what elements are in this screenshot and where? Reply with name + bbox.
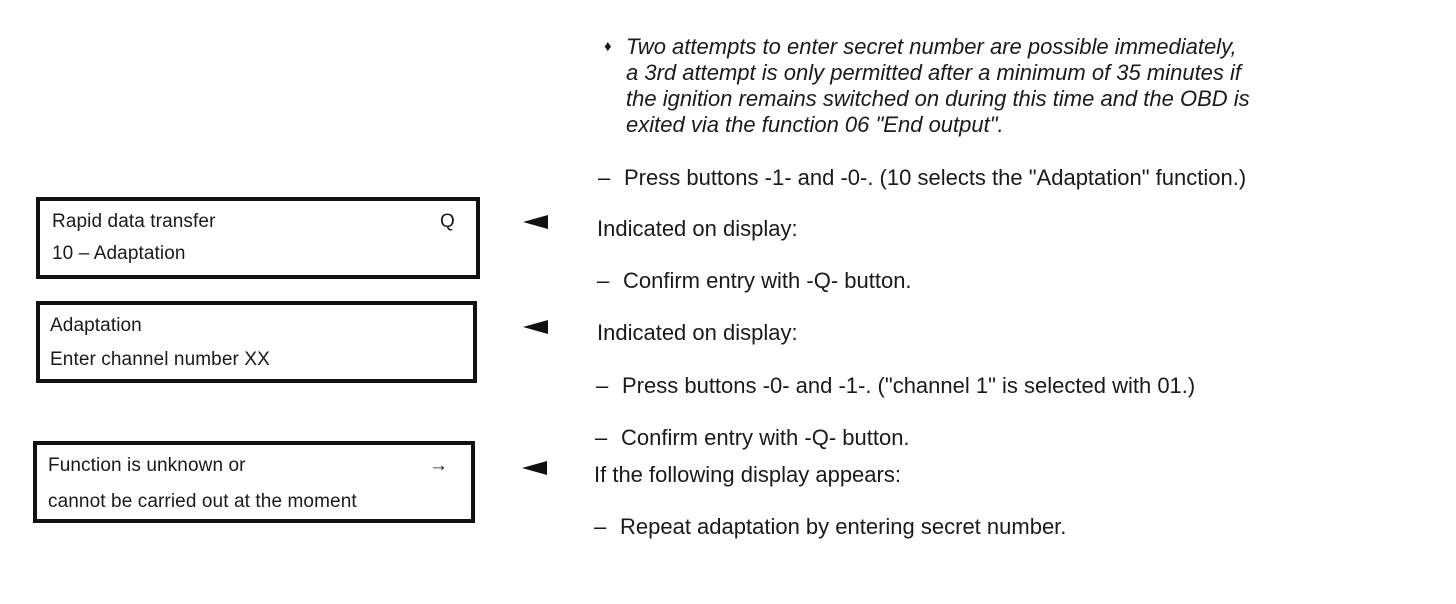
display-line-1: Function is unknown or — [48, 455, 246, 476]
note-paragraph: ♦ Two attempts to enter secret number ar… — [604, 34, 1346, 138]
dash: – — [598, 165, 611, 190]
step-confirm-2: –Confirm entry with -Q- button. — [595, 425, 910, 451]
display-right-arrow-icon: → — [429, 455, 449, 476]
step-confirm-1: –Confirm entry with -Q- button. — [597, 268, 912, 294]
display-adaptation: Adaptation Enter channel number XX — [36, 301, 477, 383]
step-text: Press buttons -0- and -1-. ("channel 1" … — [622, 373, 1196, 398]
pointer-arrow-icon — [523, 215, 548, 229]
display-line-2: Enter channel number XX — [50, 349, 270, 370]
display-right-indicator: Q — [440, 211, 455, 232]
dash: – — [596, 373, 609, 398]
display-line-1: Adaptation — [50, 315, 142, 336]
display-line-2: cannot be carried out at the moment — [48, 491, 357, 512]
display-line-1: Rapid data transfer — [52, 211, 216, 232]
step-text: Repeat adaptation by entering secret num… — [620, 514, 1067, 539]
note-line: exited via the function 06 "End output". — [626, 112, 1004, 137]
step-text: Confirm entry with -Q- button. — [621, 425, 910, 450]
indicated-on-display: Indicated on display: — [597, 320, 798, 345]
dash: – — [595, 425, 608, 450]
display-function-unknown: Function is unknown or → cannot be carri… — [33, 441, 475, 523]
note-line: the ignition remains switched on during … — [626, 86, 1250, 111]
dash: – — [597, 268, 610, 293]
step-press-01: –Press buttons -0- and -1-. ("channel 1"… — [596, 373, 1195, 399]
step-text: Confirm entry with -Q- button. — [623, 268, 912, 293]
pointer-arrow-icon — [523, 320, 548, 334]
if-following-display: If the following display appears: — [594, 462, 901, 487]
indicated-on-display: Indicated on display: — [597, 216, 798, 241]
step-text: Press buttons -1- and -0-. (10 selects t… — [624, 165, 1247, 190]
note-line: Two attempts to enter secret number are … — [626, 34, 1237, 59]
step-repeat: –Repeat adaptation by entering secret nu… — [594, 514, 1066, 540]
display-line-2: 10 – Adaptation — [52, 243, 186, 264]
pointer-arrow-icon — [522, 461, 547, 475]
dash: – — [594, 514, 607, 539]
display-rapid-data-transfer: Rapid data transfer Q 10 – Adaptation — [36, 197, 480, 279]
diamond-bullet-icon: ♦ — [604, 38, 612, 55]
step-press-10: –Press buttons -1- and -0-. (10 selects … — [598, 165, 1246, 191]
note-line: a 3rd attempt is only permitted after a … — [626, 60, 1242, 85]
